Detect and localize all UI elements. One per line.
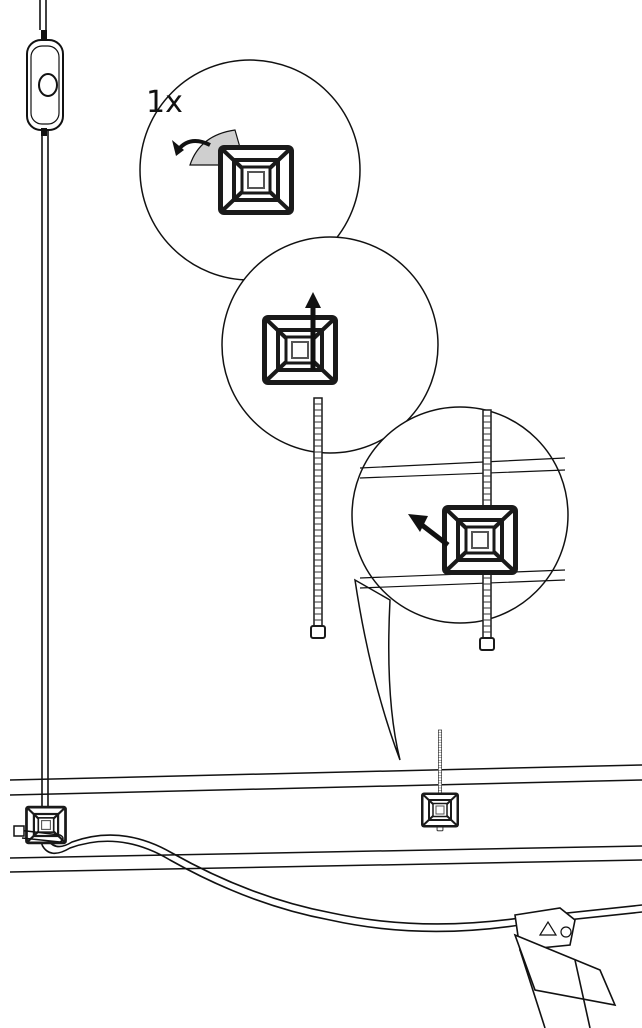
arrow-icon [408,514,428,532]
step-circle-mounted [351,406,569,761]
step-circle-insert [221,236,439,454]
power-cable-floor [41,834,642,933]
quantity-label: 1x [146,85,183,120]
arrow-icon [305,292,321,308]
warning-tag-icon [513,907,617,1028]
arrow-icon [172,140,184,156]
wall-lines [9,764,642,873]
step-circle-peel: 1x [139,59,361,281]
power-cable-vertical [39,0,49,845]
cable-tie-left [13,825,64,843]
wall-mount-center [420,729,460,832]
inline-switch-icon [26,30,64,136]
